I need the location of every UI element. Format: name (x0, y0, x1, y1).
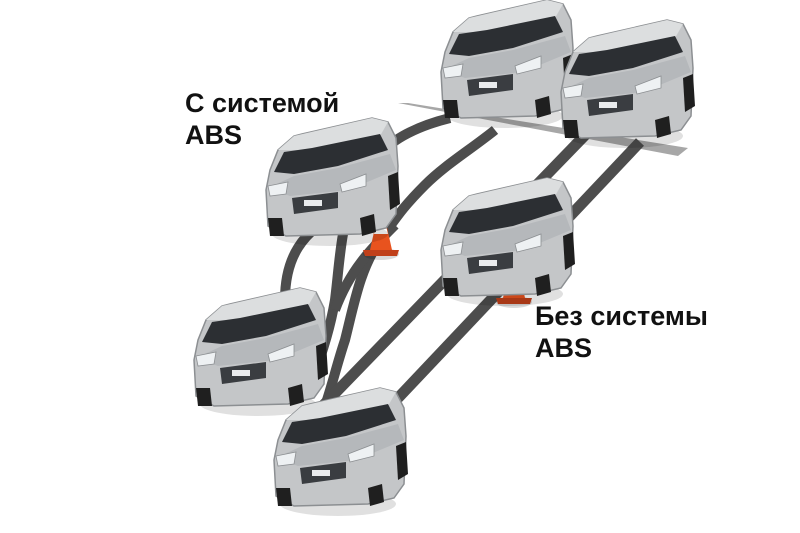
car-icon (193, 287, 329, 417)
with-abs-label-line1: С системой (185, 88, 340, 118)
car-icon (440, 177, 576, 307)
with-abs-label-line2: ABS (185, 120, 243, 150)
car-icon (560, 19, 696, 149)
without-abs-label-line1: Без системы (535, 301, 708, 331)
without-abs-label-line2: ABS (535, 333, 593, 363)
without-abs-label: Без системы ABS (535, 300, 708, 364)
with-abs-label: С системой ABS (185, 87, 339, 151)
car-icon (440, 0, 576, 129)
